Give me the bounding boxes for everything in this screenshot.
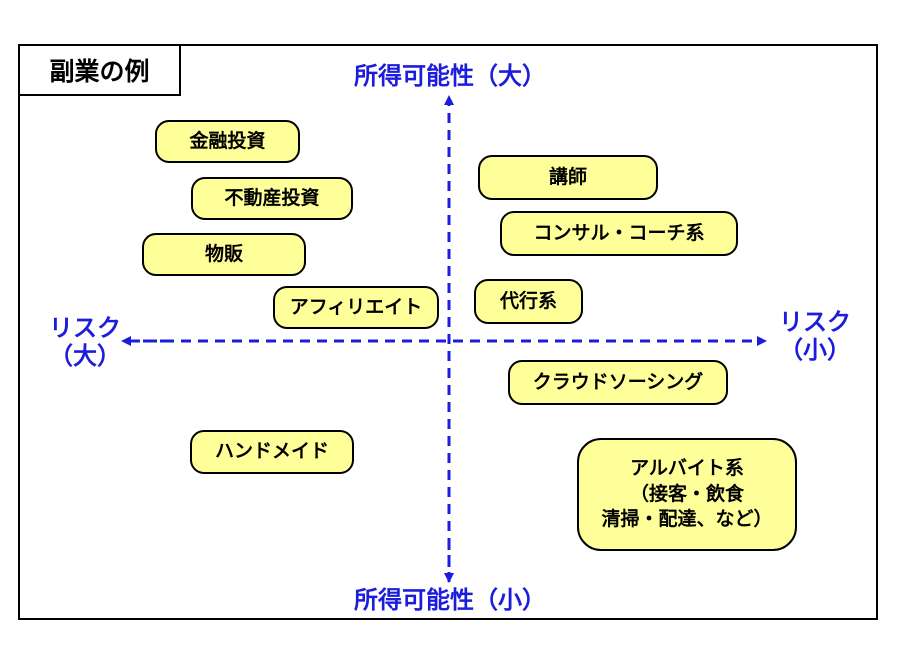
node-agency-services: 代行系	[474, 279, 583, 324]
axis-label-right-line1: リスク	[779, 308, 851, 336]
node-instructor: 講師	[478, 155, 658, 200]
axis-label-left-line1: リスク	[49, 314, 121, 342]
node-consulting-coaching: コンサル・コーチ系	[500, 211, 738, 256]
node-merchandise-sales: 物販	[142, 233, 306, 276]
diagram-title: 副業の例	[18, 44, 181, 96]
node-real-estate-investment: 不動産投資	[191, 177, 353, 220]
axis-label-right: リスク （小）	[765, 308, 865, 364]
node-affiliate: アフィリエイト	[273, 286, 439, 329]
node-financial-investment: 金融投資	[155, 120, 300, 163]
axis-label-top: 所得可能性（大）	[354, 62, 546, 90]
axis-label-bottom: 所得可能性（小）	[354, 586, 546, 614]
node-handmade: ハンドメイド	[190, 430, 354, 474]
node-crowdsourcing: クラウドソーシング	[508, 360, 728, 405]
axis-label-left: リスク （大）	[35, 314, 135, 370]
axis-label-right-line2: （小）	[779, 336, 851, 364]
node-part-time-jobs: アルバイト系 （接客・飲食 清掃・配達、など）	[577, 438, 797, 551]
axis-label-left-line2: （大）	[49, 342, 121, 370]
